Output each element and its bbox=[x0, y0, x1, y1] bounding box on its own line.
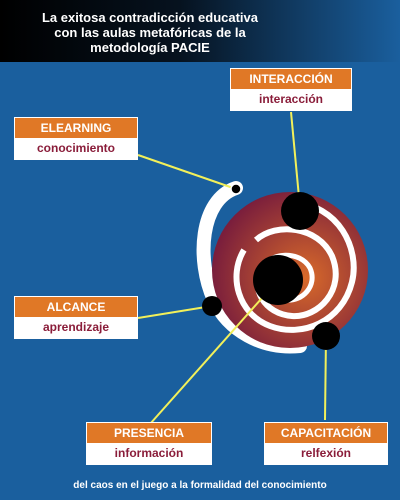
footer-caption: del caos en el juego a la formalidad del… bbox=[73, 480, 327, 491]
node-capacitacion bbox=[312, 322, 340, 350]
spiral-ring-2 bbox=[253, 226, 339, 320]
title-line-3: metodología PACIE bbox=[90, 40, 210, 55]
spiral-ring-1 bbox=[233, 199, 357, 333]
label-capacitacion: CAPACITACIÓN relfexión bbox=[264, 422, 388, 465]
title-line-1: La exitosa contradicción educativa bbox=[41, 10, 259, 25]
label-capacitacion-head: CAPACITACIÓN bbox=[265, 423, 387, 443]
title-bar bbox=[0, 0, 400, 62]
label-elearning-head: ELEARNING bbox=[15, 118, 137, 138]
node-elearning bbox=[230, 183, 242, 195]
label-capacitacion-body: relfexión bbox=[265, 443, 387, 464]
label-interaccion-body: interacción bbox=[231, 89, 351, 110]
label-alcance-body: aprendizaje bbox=[15, 317, 137, 338]
diagram-title: La exitosa contradicción educativa con l… bbox=[0, 10, 300, 55]
connector-capacitacion bbox=[324, 335, 327, 421]
label-alcance: ALCANCE aprendizaje bbox=[14, 296, 138, 339]
label-elearning: ELEARNING conocimiento bbox=[14, 117, 138, 160]
node-presencia bbox=[253, 255, 303, 305]
label-presencia: PRESENCIA información bbox=[86, 422, 212, 465]
label-alcance-head: ALCANCE bbox=[15, 297, 137, 317]
label-interaccion: INTERACCIÓN interacción bbox=[230, 68, 352, 111]
label-presencia-head: PRESENCIA bbox=[87, 423, 211, 443]
connector-presencia bbox=[149, 279, 279, 425]
connector-alcance bbox=[137, 305, 213, 319]
label-elearning-body: conocimiento bbox=[15, 138, 137, 159]
label-interaccion-head: INTERACCIÓN bbox=[231, 69, 351, 89]
label-presencia-body: información bbox=[87, 443, 211, 464]
connector-elearning bbox=[137, 154, 237, 190]
node-alcance bbox=[202, 296, 222, 316]
node-interaccion bbox=[281, 192, 319, 230]
connector-interaccion bbox=[290, 111, 301, 209]
title-line-2: con las aulas metafóricas de la bbox=[54, 25, 246, 40]
